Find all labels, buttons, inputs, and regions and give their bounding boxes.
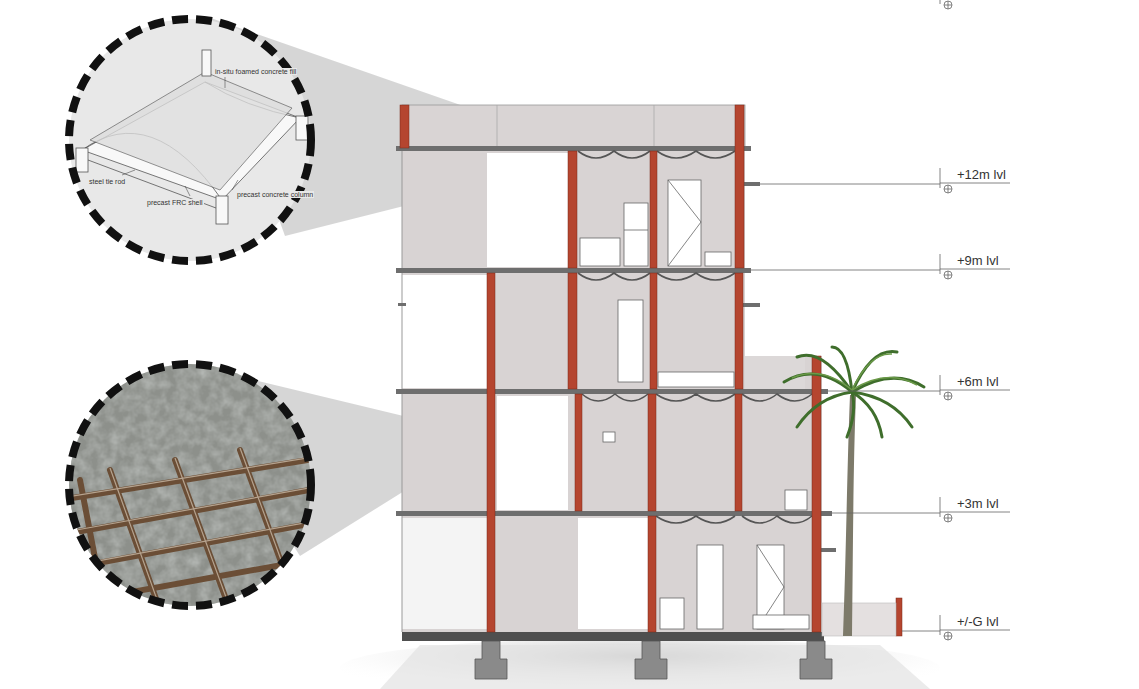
level-markers (751, 0, 1010, 640)
building-section (396, 105, 902, 679)
callout-note: in-situ foamed concrete fill (214, 68, 297, 75)
level-label: +6m lvl (957, 375, 999, 388)
callout-note: steel tie rod (88, 178, 126, 185)
level-label: +/-G lvl (957, 615, 999, 628)
callout-note: precast FRC shell (146, 199, 204, 206)
level-label: +12m lvl (957, 168, 1006, 181)
level-label: +9m lvl (957, 254, 999, 267)
callout-note: precast concrete column (236, 191, 314, 198)
rebar-detail-callout (60, 360, 320, 610)
palm-tree (784, 347, 924, 636)
level-label: +3m lvl (957, 497, 999, 510)
shell-detail-callout (69, 19, 311, 261)
ground-shadow (340, 638, 940, 689)
